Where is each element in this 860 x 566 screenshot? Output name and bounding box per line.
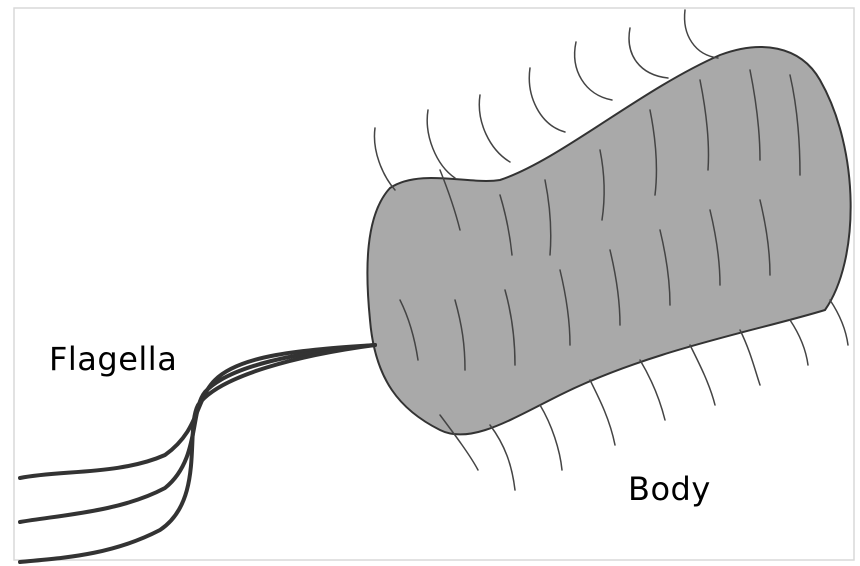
bacterium-body [367,47,850,435]
body-label: Body [628,470,711,508]
flagella-label: Flagella [49,340,177,378]
